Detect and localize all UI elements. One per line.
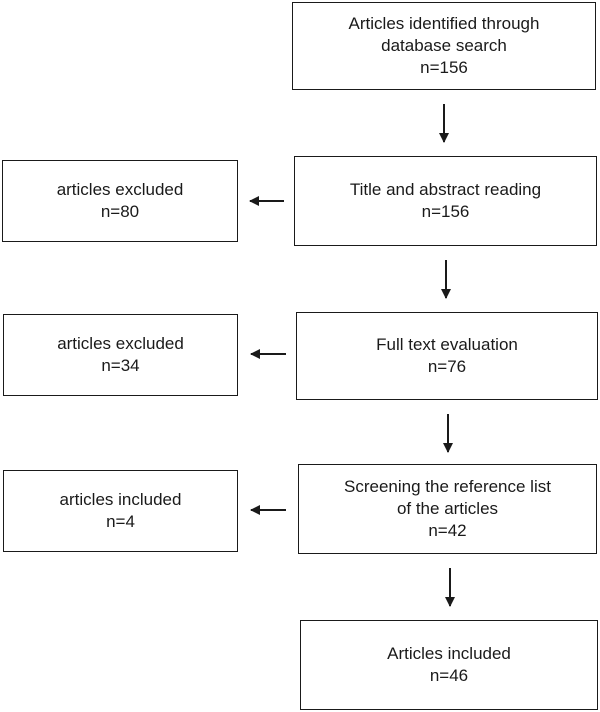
box-reference-screening: Screening the reference list of the arti… bbox=[298, 464, 597, 554]
box-excluded-screening-count: n=80 bbox=[100, 202, 140, 221]
box-included-reference-list-count: n=4 bbox=[106, 512, 135, 531]
box-included-reference-list: articles included n=4 bbox=[3, 470, 238, 552]
box-database-search-title-line1: Articles identified through bbox=[348, 14, 540, 33]
box-reference-screening-count: n=42 bbox=[428, 521, 467, 540]
box-full-text-evaluation-count: n=76 bbox=[427, 357, 467, 376]
box-excluded-screening-title: articles excluded bbox=[56, 180, 184, 199]
box-database-search-title-line2: database search bbox=[381, 36, 507, 55]
box-title-abstract-reading-count: n=156 bbox=[421, 202, 470, 221]
box-articles-included-final-title: Articles included bbox=[387, 644, 511, 663]
box-excluded-full-text-title: articles excluded bbox=[57, 334, 184, 353]
box-excluded-screening: articles excluded n=80 bbox=[2, 160, 238, 242]
box-included-reference-list-title: articles included bbox=[59, 490, 182, 509]
box-excluded-full-text-count: n=34 bbox=[101, 356, 140, 375]
box-reference-screening-title-line2: of the articles bbox=[396, 499, 499, 518]
box-database-search: Articles identified through database sea… bbox=[292, 2, 596, 90]
box-full-text-evaluation-title: Full text evaluation bbox=[376, 335, 518, 354]
box-title-abstract-reading-title: Title and abstract reading bbox=[349, 180, 542, 199]
box-reference-screening-title-line1: Screening the reference list bbox=[344, 477, 551, 496]
box-articles-included-final: Articles included n=46 bbox=[300, 620, 598, 710]
box-database-search-count: n=156 bbox=[420, 58, 468, 77]
box-excluded-full-text: articles excluded n=34 bbox=[3, 314, 238, 396]
box-full-text-evaluation: Full text evaluation n=76 bbox=[296, 312, 598, 400]
box-title-abstract-reading: Title and abstract reading n=156 bbox=[294, 156, 597, 246]
box-articles-included-final-count: n=46 bbox=[429, 666, 469, 685]
